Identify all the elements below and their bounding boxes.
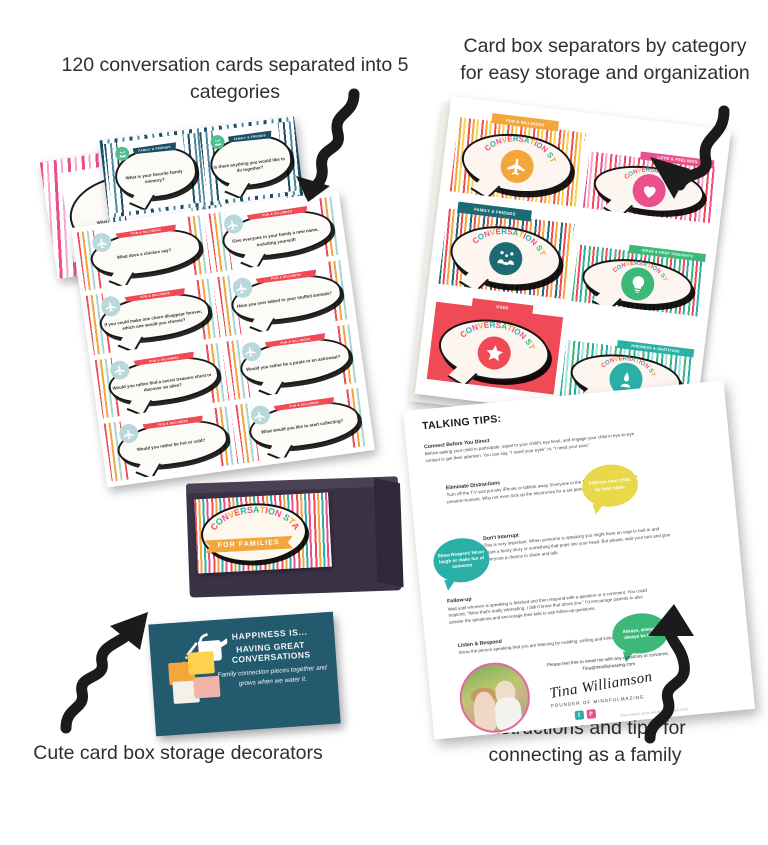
separator-fun-silliness: FUN & SILLINESS CONVERSATION STARTERS: [449, 109, 587, 210]
airplane-icon: [240, 340, 262, 363]
heart-icon: [630, 172, 668, 210]
svg-text:CONVERSATION STARTERS: CONVERSATION STARTERS: [596, 343, 659, 379]
question-card: FAMILY & FRIENDS Is there anything you w…: [199, 121, 300, 202]
question-card: FUN & SILLINESS If you could make one ch…: [85, 278, 221, 355]
question-card: FAMILY & FRIENDS What is your favorite f…: [103, 132, 204, 214]
airplane-icon: [249, 404, 271, 426]
airplane-icon: [222, 213, 244, 235]
caption-card-box-separators: Card box separators by category for easy…: [460, 35, 750, 84]
arrow-to-decorators: [52, 606, 164, 734]
question-card: FUN & SILLINESS Would you rather find a …: [94, 341, 230, 419]
card-box-decorator: HAPPINESS IS... HAVING GREAT CONVERSATIO…: [148, 611, 341, 737]
caption-conversation-cards: 120 conversation cards separated into 5 …: [61, 54, 409, 103]
tip-dont-interrupt: Don't Interrupt This is very important. …: [483, 518, 672, 563]
caption-card-box-decorators: Cute card box storage decorators: [33, 742, 323, 764]
separator-used: USED CONVERSATION STARTERS: [426, 294, 564, 399]
box-side: [373, 477, 404, 588]
airplane-icon: [100, 295, 122, 318]
arrow-to-tips: [618, 602, 728, 744]
author-photo: [456, 659, 533, 736]
puzzle-piece: [187, 651, 215, 675]
talking-tips-heading: TALKING TIPS:: [421, 412, 502, 432]
star-icon: [475, 334, 513, 372]
separator-arc-title: CONVERSATION STARTERS: [563, 343, 694, 387]
question-card: FUN & SILLINESS Give everyone in your fa…: [207, 196, 343, 273]
family-icon: [487, 240, 525, 278]
airplane-icon: [109, 359, 131, 381]
family-icon: [209, 134, 226, 150]
lightbulb-icon: [619, 265, 657, 303]
box-label: CONVERSATION STARTERS FOR FAMILIES: [194, 492, 332, 574]
tip-connect-before-you-direct: Connect Before You Direct Before asking …: [424, 423, 644, 465]
pinterest-icon[interactable]: P: [586, 709, 596, 720]
airplane-icon: [91, 231, 113, 254]
separator-family-friends: FAMILY & FRIENDS CONVERSATION STARTERS: [438, 200, 576, 303]
separator-kindness-gratitude: KINDNESS & GRATITUDE CONVERSATION STARTE…: [559, 334, 695, 415]
airplane-icon: [498, 147, 536, 185]
family-icon: [114, 145, 130, 162]
separator-ideas-deep-thoughts: IDEAS & DEEP THOUGHTS CONVERSATION START…: [571, 239, 706, 320]
box-label-arc-title: CONVERSATION STARTERS: [197, 494, 309, 541]
question-card: FUN & SILLINESS Have you ever talked to …: [216, 259, 352, 337]
card-grid: FUN & SILLINESS What does a chicken say?…: [71, 190, 375, 487]
question-card-sheet-fun: FUN & SILLINESS What does a chicken say?…: [71, 190, 375, 488]
facebook-icon[interactable]: f: [574, 710, 584, 721]
decorator-text-block: HAPPINESS IS... HAVING GREAT CONVERSATIO…: [212, 626, 330, 691]
social-links[interactable]: f P: [574, 709, 596, 721]
question-card: FUN & SILLINESS Would you rather be hot …: [103, 405, 239, 482]
hands-icon: [607, 360, 645, 398]
decorator-line-3: Family connection pieces together and gr…: [217, 664, 328, 688]
airplane-icon: [231, 276, 253, 299]
arrow-to-separators: [628, 105, 740, 225]
question-card: FUN & SILLINESS What would you like to s…: [234, 387, 370, 464]
svg-text:CONVERSATION STARTERS: CONVERSATION STARTERS: [204, 497, 302, 537]
question-card: FUN & SILLINESS What does a chicken say?: [76, 214, 212, 291]
airplane-icon: [118, 422, 140, 445]
arrow-to-cards: [292, 88, 402, 210]
decorator-line-2: HAVING GREAT CONVERSATIONS: [231, 640, 311, 666]
question-card: FUN & SILLINESS Would you rather be a pi…: [225, 323, 361, 400]
